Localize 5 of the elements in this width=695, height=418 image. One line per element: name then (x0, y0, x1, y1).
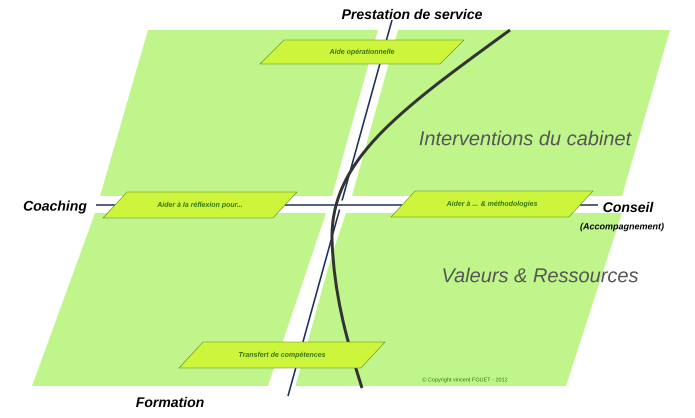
axis-label: Coaching (24, 200, 87, 214)
quadrant-title: Interventions du cabinet (420, 130, 632, 146)
axis-label: Formation (136, 396, 204, 408)
axis-label: Prestation de service (342, 8, 482, 20)
axis-label: (Accompagnement) (580, 222, 664, 232)
